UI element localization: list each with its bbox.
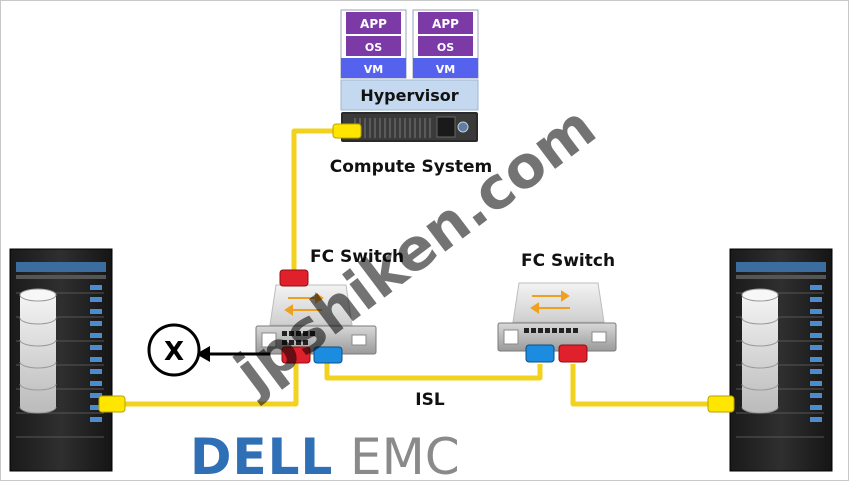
fc-switch-right-label: FC Switch xyxy=(521,251,615,271)
cable-compute-to-left-switch xyxy=(291,128,333,278)
fc-cables xyxy=(125,128,718,407)
isl-label: ISL xyxy=(415,390,445,410)
vm-1: APP OS VM xyxy=(340,9,407,79)
storage-left-disk-stack-icon xyxy=(19,288,57,414)
logo-dell-text: DELL xyxy=(190,428,333,481)
logo-emc-text: EMC xyxy=(350,428,460,481)
storage-array-left xyxy=(9,248,113,472)
vm-2-os-label: OS xyxy=(437,41,454,54)
vm-2-os-box xyxy=(418,36,473,56)
cable-left-storage-to-left-switch xyxy=(125,360,299,407)
blocked-circle-icon xyxy=(147,323,201,377)
storage-right-disk-stack-icon xyxy=(741,288,779,414)
fc-switch-left-port-isl xyxy=(313,346,343,364)
vm-1-os-label: OS xyxy=(365,41,382,54)
fc-switch-left-label: FC Switch xyxy=(310,247,404,267)
fc-switch-left xyxy=(255,284,377,355)
vm-2-vm-box xyxy=(413,58,478,78)
compute-server xyxy=(341,112,478,142)
cable-right-switch-to-right-storage xyxy=(570,364,718,407)
storage-left-port xyxy=(98,395,126,413)
compute-hba-port xyxy=(332,123,362,139)
blocked-arrow-head xyxy=(196,346,210,362)
hypervisor-box xyxy=(340,79,479,111)
storage-right-port xyxy=(707,395,735,413)
vm-2-app-box xyxy=(418,12,473,34)
vm-2: APP OS VM xyxy=(412,9,479,79)
fc-switch-right-port-storage xyxy=(558,344,588,363)
vm-2-app-label: APP xyxy=(432,17,459,31)
vm-1-vm-label: VM xyxy=(364,63,383,76)
blocked-x-symbol: X xyxy=(164,337,184,367)
cable-isl xyxy=(324,363,543,381)
storage-array-right xyxy=(729,248,833,472)
vm-1-os-box xyxy=(346,36,401,56)
fc-switch-right xyxy=(497,282,617,352)
hypervisor-label: Hypervisor xyxy=(360,86,458,105)
dell-emc-logo: DELL EMC xyxy=(190,428,460,486)
vm-1-app-label: APP xyxy=(360,17,387,31)
fc-switch-right-port-isl xyxy=(525,344,555,363)
fc-switch-left-port-storage xyxy=(281,346,311,364)
fc-switch-left-port-compute xyxy=(279,269,309,287)
vm-1-vm-box xyxy=(341,58,406,78)
vm-1-app-box xyxy=(346,12,401,34)
vm-2-vm-label: VM xyxy=(436,63,455,76)
compute-system-label: Compute System xyxy=(330,157,493,177)
